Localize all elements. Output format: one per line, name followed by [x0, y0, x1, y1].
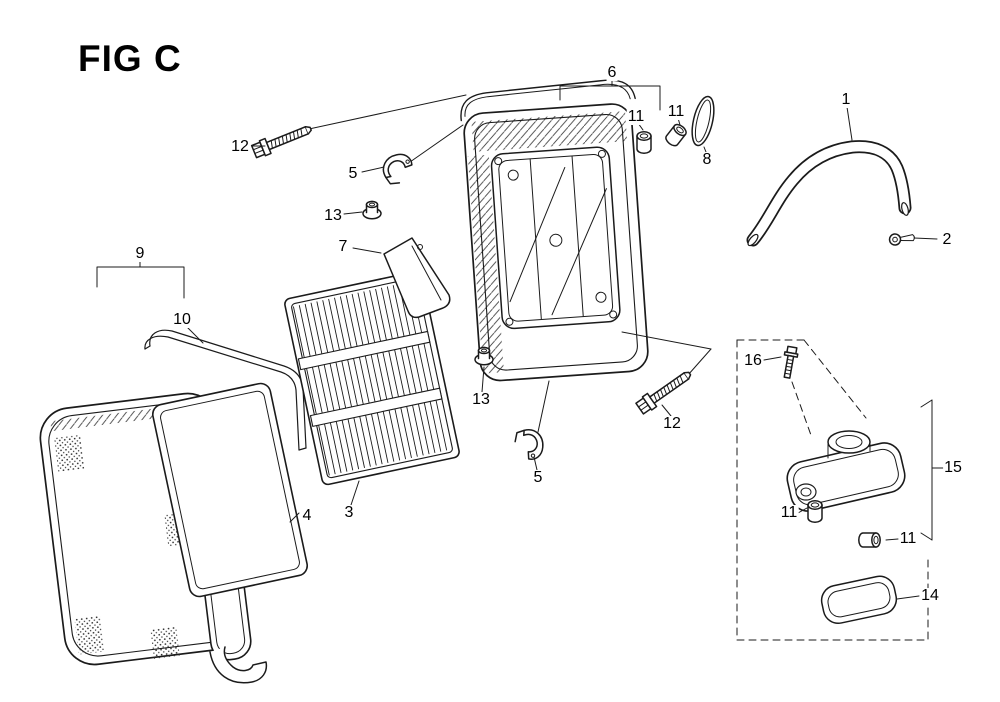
air-cleaner-case: [460, 79, 649, 382]
filter-element: [284, 270, 460, 486]
callout-13-nut-upper: 13: [323, 207, 343, 224]
callout-7-bracket: 7: [337, 238, 349, 255]
bracket-15: [920, 399, 944, 541]
callout-15-adapter: 15: [943, 459, 963, 476]
o-ring-band: [691, 95, 715, 147]
callout-11-collar-b: 11: [898, 530, 918, 547]
callout-11-collar-right: 11: [666, 103, 686, 120]
element-holder-panel: [151, 382, 309, 598]
collar-adapter-right: [858, 532, 881, 548]
callout-4-panel: 4: [301, 507, 313, 524]
inlet-adapter: [786, 430, 906, 512]
callout-12-bolt-upper: 12: [230, 138, 250, 155]
callout-14-gasket: 14: [920, 587, 940, 604]
tube-clamp-upper: [380, 151, 416, 187]
callout-16-bolt: 16: [743, 352, 763, 369]
callout-13-nut-lower: 13: [471, 391, 491, 408]
callout-5-clamp-lower: 5: [532, 469, 544, 486]
collar-adapter-left: [807, 500, 823, 523]
callout-11-collar-left: 11: [626, 108, 646, 125]
duct-elbow: [209, 646, 268, 684]
tube-clip: [888, 233, 915, 246]
assembly-lines-front: [621, 331, 712, 376]
louver-texture: [150, 626, 180, 660]
louver-texture: [54, 434, 85, 472]
callout-5-clamp-upper: 5: [347, 165, 359, 182]
callout-8-ring: 8: [701, 151, 713, 168]
callout-11-collar-a: 11: [779, 504, 799, 521]
callout-2-clip: 2: [941, 231, 953, 248]
leader-lines: [96, 79, 938, 600]
louver-texture: [74, 615, 105, 655]
callout-3-element: 3: [343, 504, 355, 521]
callout-10-seal: 10: [172, 311, 192, 328]
collar-top-right: [663, 121, 689, 149]
bracket-plate: [383, 237, 451, 319]
flange-nut-upper: [362, 200, 382, 220]
mount-bolt-upper: [250, 120, 315, 160]
figure-title: FIG C: [78, 38, 182, 79]
adapter-bolt: [783, 345, 799, 379]
tube-clamp-lower: [512, 427, 545, 461]
collar-top-left: [636, 131, 652, 154]
callout-12-bolt-lower: 12: [662, 415, 682, 432]
callout-6-case-group: 6: [606, 64, 618, 81]
adapter-gasket: [820, 575, 898, 625]
callout-9-cover-group: 9: [134, 245, 146, 262]
breather-tube: [746, 140, 912, 247]
callout-1-tube: 1: [840, 91, 852, 108]
